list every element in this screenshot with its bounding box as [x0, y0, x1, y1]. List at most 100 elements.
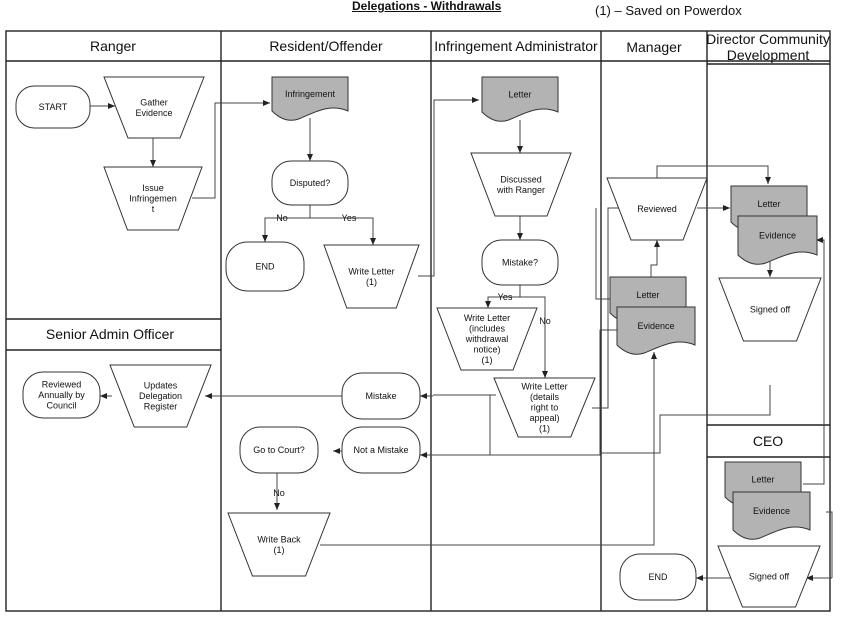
node-infringement-doc: Infringement [271, 76, 349, 121]
document-shape [616, 306, 696, 355]
node-label: START [39, 102, 68, 112]
node-label: Go to Court? [253, 445, 305, 455]
node-label: right to [531, 403, 559, 413]
node-end1: END [225, 241, 305, 292]
node-mgr-evidence: Evidence [616, 306, 696, 355]
node-label: Evidence [135, 108, 172, 118]
document-shape [271, 76, 349, 121]
terminal-shape [481, 239, 559, 286]
node-label: Write Letter [521, 382, 567, 392]
edge-label-no: No [276, 213, 288, 223]
node-label: Write Letter [348, 266, 394, 276]
node-label: Reviewed [42, 380, 82, 390]
lane-header-admin: Infringement Administrator [434, 38, 598, 54]
document-shape [732, 491, 811, 540]
process-shape [323, 244, 420, 309]
node-label: Not a Mistake [353, 445, 408, 455]
node-label: Evidence [753, 506, 790, 516]
process-shape [606, 177, 708, 241]
node-not-mistake: Not a Mistake [341, 426, 421, 474]
node-label: Issue [142, 183, 164, 193]
process-shape [717, 545, 821, 608]
edge-label-no-3: No [273, 488, 285, 498]
legend-note: (1) – Saved on Powerdox [595, 3, 742, 18]
node-label: Delegation [139, 391, 182, 401]
terminal-shape [239, 426, 319, 474]
node-label: t [152, 204, 155, 214]
process-shape [470, 152, 572, 217]
terminal-shape [619, 553, 697, 601]
node-end2: END [619, 553, 697, 601]
node-label: Letter [757, 199, 780, 209]
node-mistake-q: Mistake? [481, 239, 559, 286]
node-label: Discussed [500, 174, 542, 184]
node-label: Mistake [365, 391, 396, 401]
terminal-shape [341, 372, 421, 420]
connectors [90, 97, 833, 581]
document-shape [737, 215, 818, 265]
process-shape [493, 377, 596, 438]
node-label: END [648, 572, 668, 582]
lane-header-senior: Senior Admin Officer [46, 326, 174, 342]
node-label: Council [46, 401, 76, 411]
node-label: (1) [482, 355, 493, 365]
node-label: Letter [508, 90, 531, 100]
terminal-shape [341, 426, 421, 474]
node-dir-signed: Signed off [718, 277, 822, 342]
node-label: notice) [473, 345, 500, 355]
process-shape [103, 76, 205, 139]
lane-header-director-2: Development [727, 47, 810, 63]
terminal-shape [271, 160, 349, 206]
node-mistake: Mistake [341, 372, 421, 420]
process-shape [436, 307, 538, 371]
node-label: Letter [751, 475, 774, 485]
node-start: START [15, 85, 91, 129]
node-label: (details [530, 392, 560, 402]
node-write-back: Write Back(1) [227, 512, 331, 577]
edge-label-yes: Yes [342, 213, 357, 223]
process-shape [227, 512, 331, 577]
process-shape [103, 166, 203, 231]
node-label: END [255, 262, 275, 272]
node-ceo-evidence: Evidence [732, 491, 811, 540]
node-disputed: Disputed? [271, 160, 349, 206]
node-label: Evidence [637, 321, 674, 331]
node-label: Write Letter [464, 313, 510, 323]
terminal-shape [225, 241, 305, 292]
node-court-q: Go to Court? [239, 426, 319, 474]
node-label: (1) [539, 424, 550, 434]
process-shape [718, 277, 822, 342]
node-label: withdrawal [465, 334, 509, 344]
terminal-shape [15, 85, 91, 129]
node-dir-evidence: Evidence [737, 215, 818, 265]
document-shape [481, 76, 559, 122]
lane-header-ceo: CEO [753, 433, 783, 449]
node-ceo-signed: Signed off [717, 545, 821, 608]
terminal-shape [22, 371, 101, 419]
node-label: Gather [140, 97, 168, 107]
node-letter-doc: Letter [481, 76, 559, 122]
node-label: Evidence [759, 231, 796, 241]
node-label: Write Back [257, 534, 301, 544]
node-label: Annually by [38, 390, 85, 400]
node-write-withdrawal: Write Letter(includeswithdrawalnotice)(1… [436, 307, 538, 371]
lane-header-manager: Manager [626, 39, 682, 55]
lane-header-ranger: Ranger [90, 38, 136, 54]
node-label: (includes [469, 324, 506, 334]
process-shape [109, 364, 212, 428]
node-reviewed: Reviewed [606, 177, 708, 241]
node-label: Infringement [285, 89, 336, 99]
lane-header-resident: Resident/Offender [269, 38, 383, 54]
edge-label-no-2: No [539, 316, 551, 326]
node-write-letter1: Write Letter(1) [323, 244, 420, 309]
node-label: Signed off [749, 572, 790, 582]
node-label: Updates [144, 381, 178, 391]
node-label: Mistake? [502, 258, 538, 268]
